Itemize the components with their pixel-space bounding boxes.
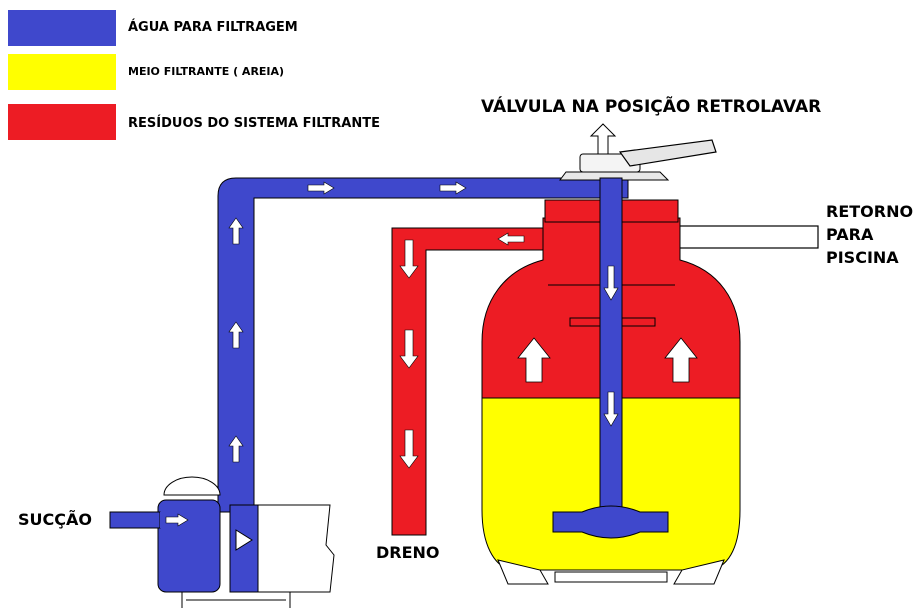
- legend-swatch-agua: [8, 10, 116, 46]
- flow-arrow-up-2: [228, 321, 244, 349]
- flow-arrow-valve-up: [589, 123, 617, 155]
- valve-position-label: VÁLVULA NA POSIÇÃO RETROLAVAR: [481, 97, 822, 117]
- lateral-hub: [552, 505, 669, 539]
- return-label-line2: PARA: [826, 225, 874, 244]
- legend-label-residuos: RESÍDUOS DO SISTEMA FILTRANTE: [128, 116, 380, 131]
- flow-arrow-suction: [165, 513, 189, 527]
- pump-strainer-dome: [163, 476, 221, 496]
- legend-label-meio: MEIO FILTRANTE ( AREIA): [128, 65, 285, 78]
- legend-swatch-meio: [8, 54, 116, 90]
- flow-arrow-up-1: [228, 217, 244, 245]
- pump-legs: [181, 592, 291, 608]
- center-tube: [599, 177, 623, 519]
- blue-pipe: [217, 177, 629, 513]
- flow-arrow-right-2: [439, 181, 467, 195]
- suction-label: SUCÇÃO: [18, 510, 92, 529]
- flow-arrow-down-1: [399, 239, 419, 279]
- suction-pipe: [109, 511, 161, 529]
- return-label-line3: PISCINA: [826, 248, 899, 267]
- flow-arrow-tank-up-left: [517, 337, 551, 383]
- flow-arrow-left: [497, 232, 525, 246]
- tank-foot-right: [673, 559, 725, 585]
- flow-arrow-center-down-1: [603, 265, 619, 301]
- flow-arrow-right-1: [307, 181, 335, 195]
- pump-motor: [253, 504, 335, 593]
- flow-arrow-center-down-2: [603, 391, 619, 427]
- flow-arrow-tank-up-right: [664, 337, 698, 383]
- pump-impeller-housing: [229, 504, 259, 593]
- tank-foot-left: [497, 559, 549, 585]
- flow-arrow-down-3: [399, 429, 419, 469]
- legend-swatch-residuos: [8, 104, 116, 140]
- flow-arrow-down-2: [399, 329, 419, 369]
- valve-handle: [618, 139, 717, 167]
- return-pipe: [659, 225, 819, 249]
- pump-impeller: [235, 529, 253, 551]
- return-label-line1: RETORNO: [826, 202, 914, 221]
- drain-label: DRENO: [376, 543, 440, 562]
- flow-arrow-up-3: [228, 435, 244, 463]
- legend-label-agua: ÁGUA PARA FILTRAGEM: [128, 20, 298, 35]
- tank-base: [554, 571, 668, 583]
